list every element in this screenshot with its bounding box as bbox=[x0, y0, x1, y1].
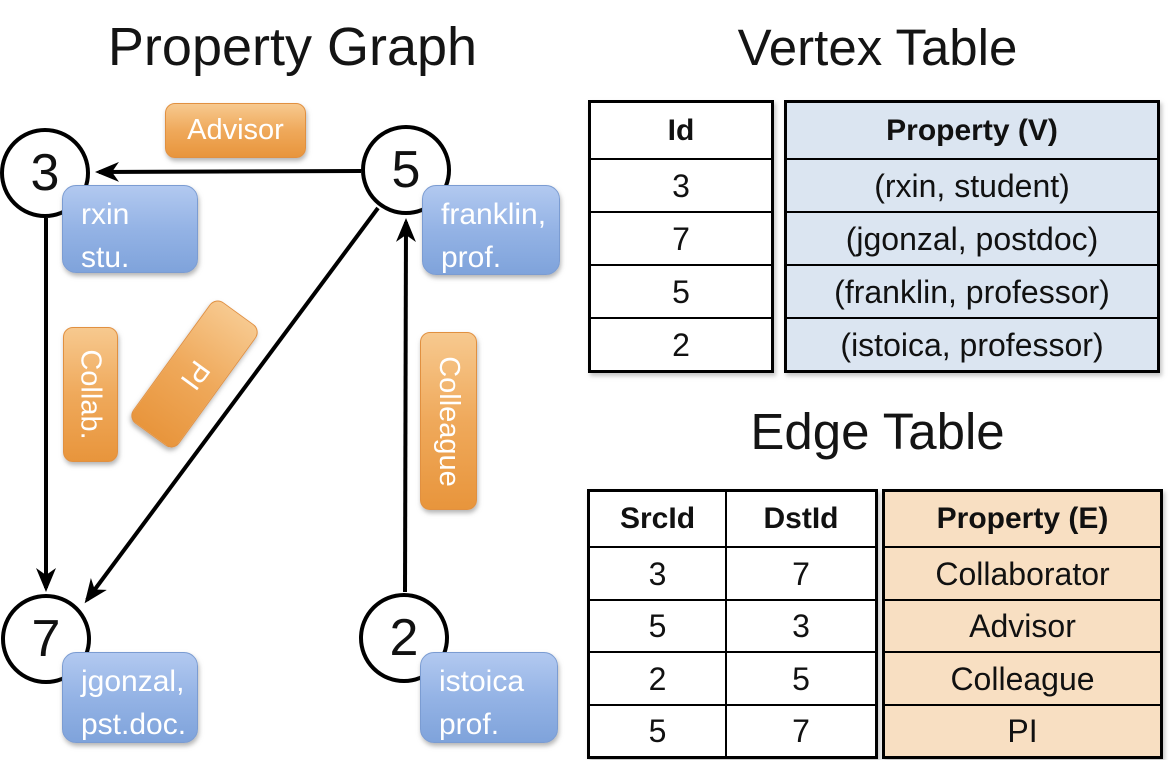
table-cell: 5 bbox=[648, 713, 667, 750]
vertex-table-id-column: Id 3 7 5 2 bbox=[588, 100, 774, 373]
edge-label-pi: PI bbox=[127, 296, 262, 452]
property-box-istoica: istoica prof. bbox=[420, 652, 558, 743]
table-cell: 3 bbox=[725, 600, 875, 653]
table-cell: 5 bbox=[725, 653, 875, 706]
property-box-franklin: franklin, prof. bbox=[422, 185, 560, 275]
edge-table-title: Edge Table bbox=[750, 403, 1005, 460]
edge-label-colleague: Colleague bbox=[420, 332, 477, 510]
property-box-jgonzal: jgonzal, pst.doc. bbox=[62, 652, 198, 743]
column-header: Property (E) bbox=[936, 502, 1109, 535]
table-cell: Colleague bbox=[950, 660, 1095, 697]
column-header: Property (V) bbox=[886, 113, 1058, 147]
property-line: franklin, bbox=[441, 198, 547, 231]
property-line: istoica bbox=[439, 665, 525, 698]
property-line: prof. bbox=[441, 240, 502, 274]
table-cell: Advisor bbox=[969, 608, 1076, 645]
node-id: 2 bbox=[389, 609, 419, 667]
property-line: stu. bbox=[81, 240, 130, 274]
table-cell: PI bbox=[1007, 713, 1038, 750]
property-line: rxin bbox=[81, 198, 130, 231]
edge-table-id-columns: SrcId DstId 3 7 5 3 2 5 5 7 bbox=[587, 489, 878, 759]
table-cell: 7 bbox=[725, 705, 875, 758]
node-id: 5 bbox=[391, 141, 421, 199]
table-cell: 2 bbox=[672, 327, 690, 363]
node-id: 3 bbox=[30, 144, 60, 202]
property-line: jgonzal, bbox=[81, 665, 185, 698]
property-line: pst.doc. bbox=[81, 707, 187, 741]
table-cell: Collaborator bbox=[935, 555, 1110, 592]
table-cell: 7 bbox=[725, 548, 875, 601]
table-cell: 5 bbox=[672, 274, 690, 310]
property-line: prof. bbox=[439, 707, 500, 741]
table-cell: 7 bbox=[672, 221, 690, 257]
table-cell: 2 bbox=[648, 660, 667, 697]
table-cell: 3 bbox=[672, 168, 690, 204]
edge-label-text: Collab. bbox=[75, 349, 107, 440]
edge-table-property-column: Property (E) Collaborator Advisor Collea… bbox=[882, 489, 1163, 759]
edge-label-text: Advisor bbox=[187, 114, 284, 146]
table-cell: (franklin, professor) bbox=[834, 274, 1110, 310]
edge-label-text: PI bbox=[173, 353, 216, 395]
table-cell: (rxin, student) bbox=[874, 168, 1070, 204]
edge-2-to-5 bbox=[395, 218, 416, 593]
node-id: 7 bbox=[31, 610, 61, 668]
table-cell: (jgonzal, postdoc) bbox=[845, 221, 1099, 257]
node-circle-3: 3 bbox=[0, 128, 90, 218]
table-cell: 5 bbox=[648, 608, 667, 645]
property-box-rxin: rxin stu. bbox=[62, 185, 198, 274]
property-graph-title: Property Graph bbox=[107, 17, 478, 77]
edge-label-text: Colleague bbox=[433, 355, 466, 487]
edge-label-advisor: Advisor bbox=[165, 103, 306, 158]
table-cell: 3 bbox=[648, 555, 667, 592]
edge-5-to-3 bbox=[95, 161, 362, 182]
vertex-table-property-column: Property (V) (rxin, student) (jgonzal, p… bbox=[784, 100, 1160, 373]
edge-label-collab: Collab. bbox=[63, 327, 118, 462]
column-header: DstId bbox=[725, 492, 875, 546]
column-header: SrcId bbox=[619, 502, 696, 535]
column-header: Id bbox=[667, 113, 695, 147]
table-cell: (istoica, professor) bbox=[840, 327, 1104, 363]
vertex-table-title: Vertex Table bbox=[737, 19, 1018, 76]
